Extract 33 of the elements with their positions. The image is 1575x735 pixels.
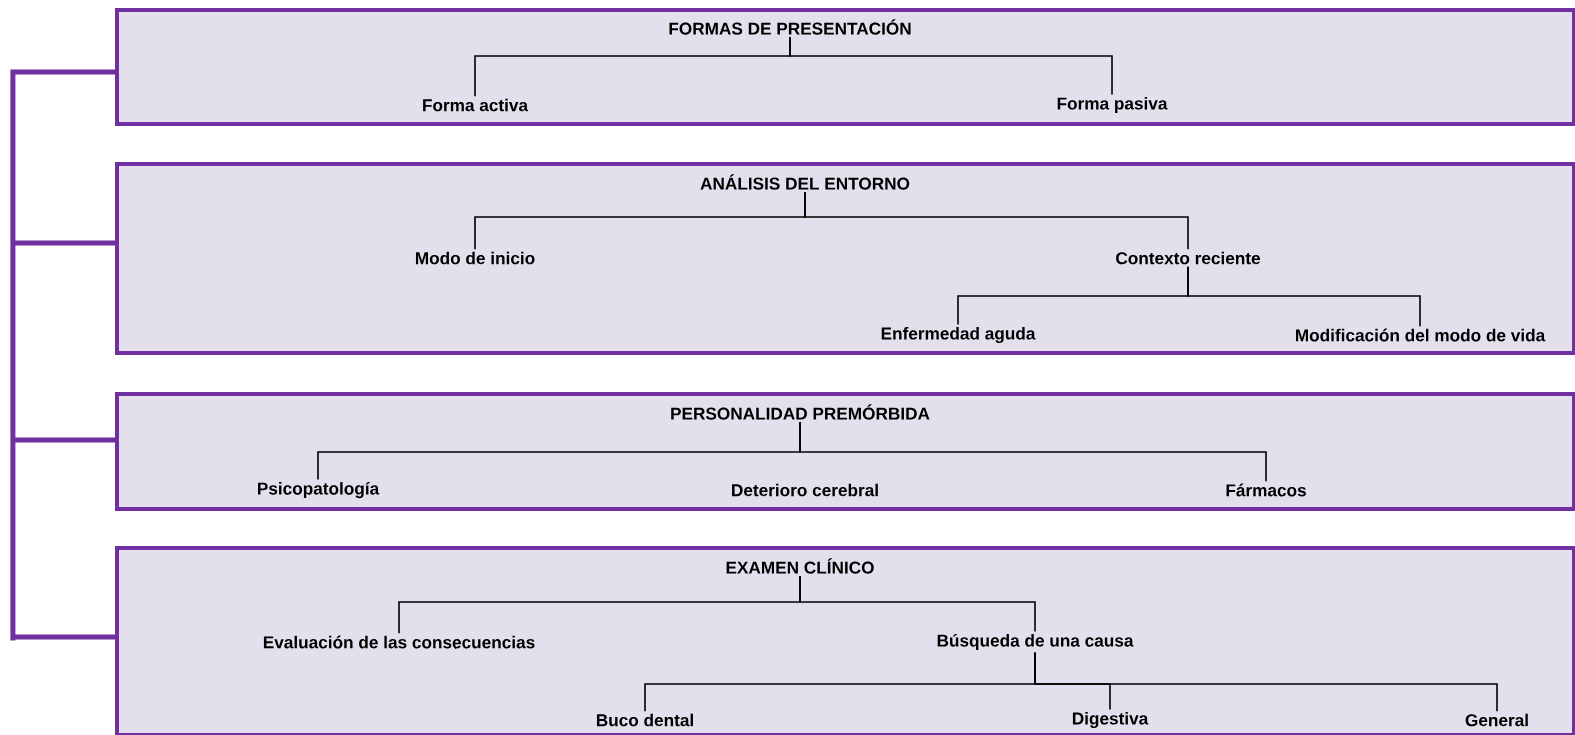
category-label: Buco dental xyxy=(596,713,693,727)
connector-line xyxy=(799,421,1267,483)
category-label: Enfermedad aguda xyxy=(881,326,1036,344)
category-label: Psicopatología xyxy=(258,481,380,499)
connector-line xyxy=(804,191,1189,251)
connector-line xyxy=(799,575,1036,633)
category-label: Contexto reciente xyxy=(1116,251,1261,265)
panel-band xyxy=(115,8,1575,126)
panel-band xyxy=(115,162,1575,355)
category-label: Forma pasiva xyxy=(1057,97,1168,114)
heading-text: PERSONALIDAD PREMÓRBIDA xyxy=(671,404,930,420)
heading-text: ANÁLISIS DEL ENTORNO xyxy=(700,174,910,190)
bracket-line xyxy=(15,437,115,443)
heading-text: EXAMEN CLÍNICO xyxy=(726,558,874,574)
panel-band xyxy=(115,546,1575,735)
category-label: General xyxy=(1465,713,1528,727)
bracket-line xyxy=(15,69,115,75)
bracket-bar xyxy=(10,69,16,641)
connector-line xyxy=(1187,265,1421,328)
category-label: Evaluación de las consecuencias xyxy=(263,635,535,649)
panel-band xyxy=(115,392,1575,511)
category-label: Forma activa xyxy=(423,98,529,112)
category-label: Fármacos xyxy=(1226,483,1306,497)
connector-line xyxy=(1034,651,1498,713)
connector-line xyxy=(789,36,1113,96)
category-label: Modo de inicio xyxy=(415,251,535,265)
category-label: Modificación del modo de vida xyxy=(1296,328,1546,342)
category-label: Deterioro cerebral xyxy=(732,483,878,497)
category-label: Digestiva xyxy=(1072,711,1149,729)
bracket-line xyxy=(15,240,115,246)
heading-text: FORMAS DE PRESENTACIÓN xyxy=(669,19,911,35)
bracket-line xyxy=(15,634,115,640)
category-label: Búsqueda de una causa xyxy=(937,633,1134,651)
